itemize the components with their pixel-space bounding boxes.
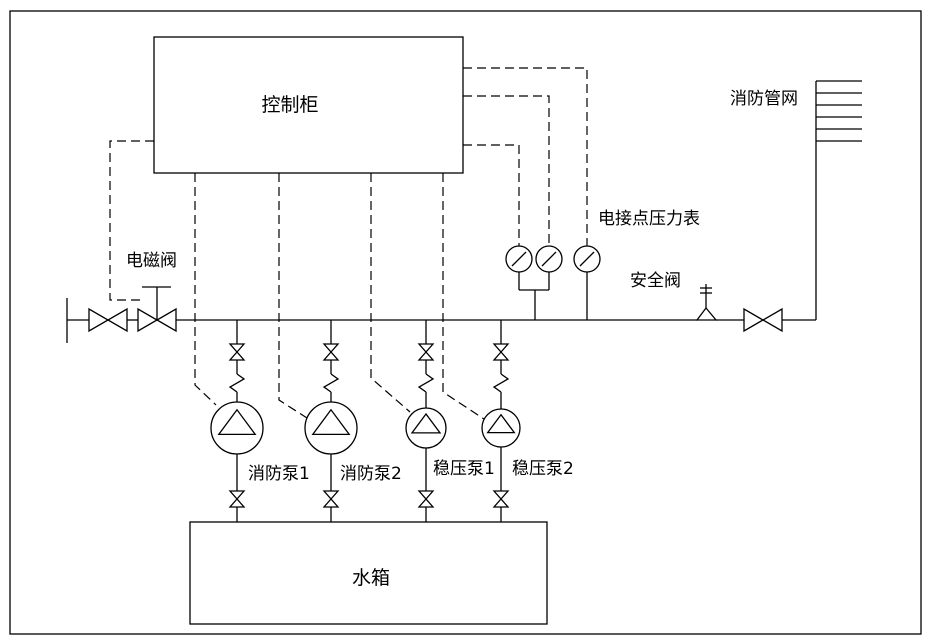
control-cabinet: 控制柜 <box>153 36 464 174</box>
drawing-frame <box>9 10 922 635</box>
fire-pump-2-branch <box>304 320 358 522</box>
control-cabinet-label: 控制柜 <box>261 94 318 116</box>
solenoid-valve: 电磁阀 <box>126 251 177 333</box>
fire-network: 消防管网 <box>730 80 862 142</box>
water-tank-label: 水箱 <box>352 567 390 589</box>
fire-pump-1-outlet-valve-icon <box>228 490 246 508</box>
pressure-gauge-1-icon <box>505 245 533 273</box>
stab-pump-1-outlet-valve-icon <box>417 490 435 508</box>
safety-valve-label: 安全阀 <box>630 271 681 291</box>
pressure-gauge-3-icon <box>573 245 601 273</box>
fire-pump-1-label: 消防泵1 <box>248 464 310 484</box>
solenoid-valve-label: 电磁阀 <box>126 251 177 271</box>
fire-pump-2-label: 消防泵2 <box>340 464 402 484</box>
fire-pump-2-outlet-valve-icon <box>322 490 340 508</box>
main-pipe <box>66 81 817 343</box>
pressure-gauge-2-icon <box>535 245 563 273</box>
control-signal-lines <box>109 67 588 420</box>
stab-pump-2-check-valve-icon <box>492 373 510 393</box>
stab-pump-1-branch <box>405 320 447 522</box>
water-tank: 水箱 <box>189 521 548 625</box>
safety-valve: 安全阀 <box>630 271 718 321</box>
fire-network-label: 消防管网 <box>730 89 798 109</box>
fire-pump-1-check-valve-icon <box>228 373 246 393</box>
stab-pump-2-outlet-valve-icon <box>492 490 510 508</box>
fire-pump-1-branch <box>210 320 264 522</box>
fire-pump-1-suction-valve-icon <box>228 343 246 361</box>
stab-pump-2-suction-valve-icon <box>492 343 510 361</box>
stab-pump-2-branch <box>481 320 521 522</box>
stab-pump-2-label: 稳压泵2 <box>512 459 574 479</box>
gate-valve-outlet <box>743 307 783 333</box>
pressure-gauges: 电接点压力表 <box>505 209 700 320</box>
stab-pump-1-label: 稳压泵1 <box>433 459 495 479</box>
gate-valve-inlet <box>88 307 128 333</box>
stab-pump-1-check-valve-icon <box>417 373 435 393</box>
stab-pump-1-suction-valve-icon <box>417 343 435 361</box>
pressure-gauges-label: 电接点压力表 <box>598 209 700 229</box>
fire-pump-2-suction-valve-icon <box>322 343 340 361</box>
pump-branches <box>210 320 521 522</box>
fire-pump-2-check-valve-icon <box>322 373 340 393</box>
